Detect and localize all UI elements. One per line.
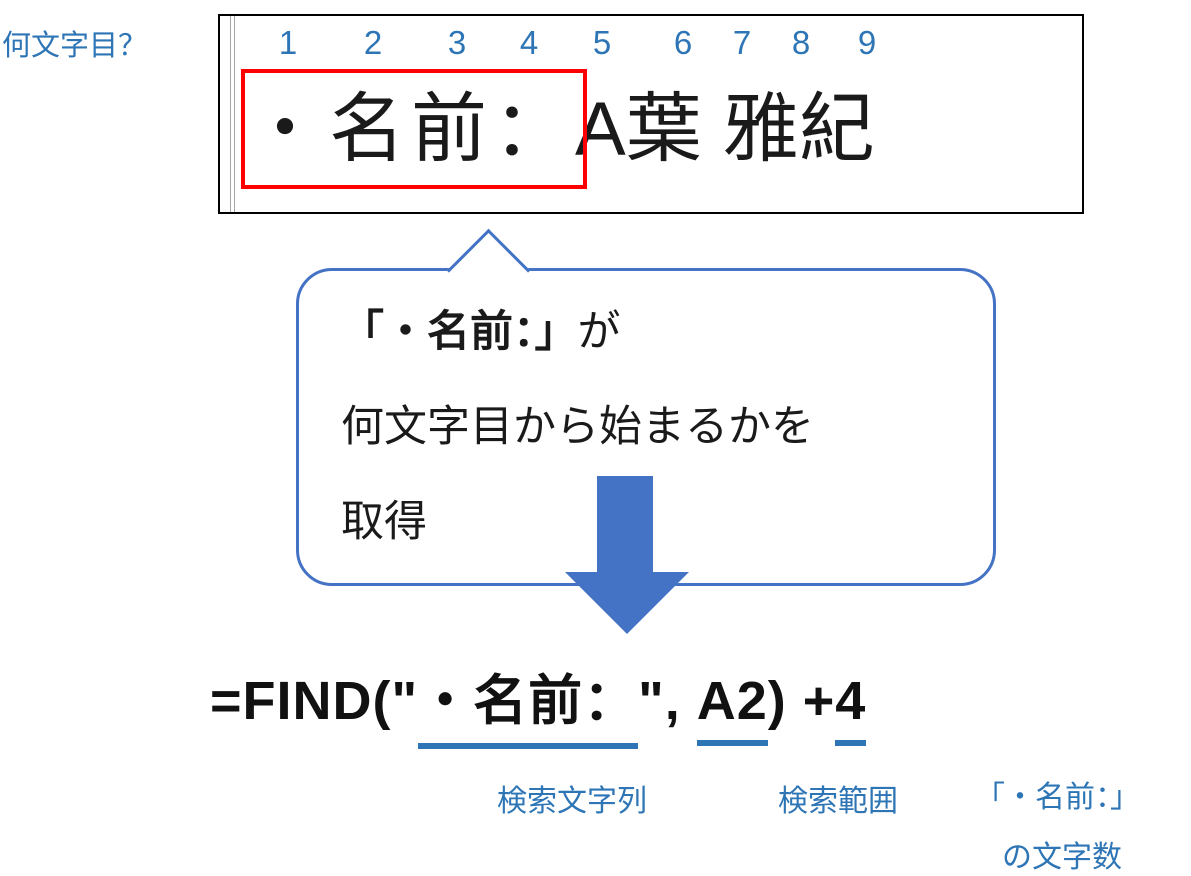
formula-close: ) + [767,671,836,731]
label-search-string: 検索文字列 [497,785,647,818]
char-index-8: 8 [791,24,811,61]
callout-line-1: 「・名前：」が [341,297,621,359]
formula-prefix: =FIND(" [210,671,419,731]
callout-line1-bold: 「・名前：」 [341,308,578,356]
char-index-1: 1 [278,24,298,61]
char-index-3: 3 [447,24,467,61]
label-search-range: 検索範囲 [778,785,898,818]
callout-line1-rest: が [577,308,621,356]
highlight-red-frame [241,69,587,189]
formula: =FIND("・名前：", A2) +4 [210,656,867,749]
down-arrow-icon [565,476,689,634]
cell-screenshot: 1 2 3 4 5 6 7 8 9 ・名前：A葉 雅紀 [218,14,1084,214]
label-char-count-line1: 「・名前：」 [975,781,1140,814]
cell-text-highlighted: ・名前： [247,87,575,172]
cell-gridline [230,16,235,212]
char-index-5: 5 [592,24,612,61]
cell-text: ・名前：A葉 雅紀 [247,92,875,168]
callout-line-3: 取得 [341,498,427,546]
cell-text-rest: A葉 雅紀 [575,87,875,172]
char-index-7: 7 [732,24,752,61]
formula-mid: ", [638,671,697,731]
down-arrow-shape [565,476,689,634]
char-index-2: 2 [363,24,383,61]
label-char-count-line2: の文字数 [1002,841,1122,874]
char-index-4: 4 [519,24,539,61]
callout-line-2: 何文字目から始まるかを [341,403,814,451]
formula-search-string: ・名前： [418,656,639,749]
char-index-9: 9 [857,24,877,61]
callout-bubble: 「・名前：」が 何文字目から始まるかを 取得 [296,228,996,586]
char-index-6: 6 [673,24,693,61]
formula-search-range: A2 [696,670,768,746]
position-question-label: 何文字目？ [2,30,148,62]
formula-offset: 4 [835,670,867,746]
